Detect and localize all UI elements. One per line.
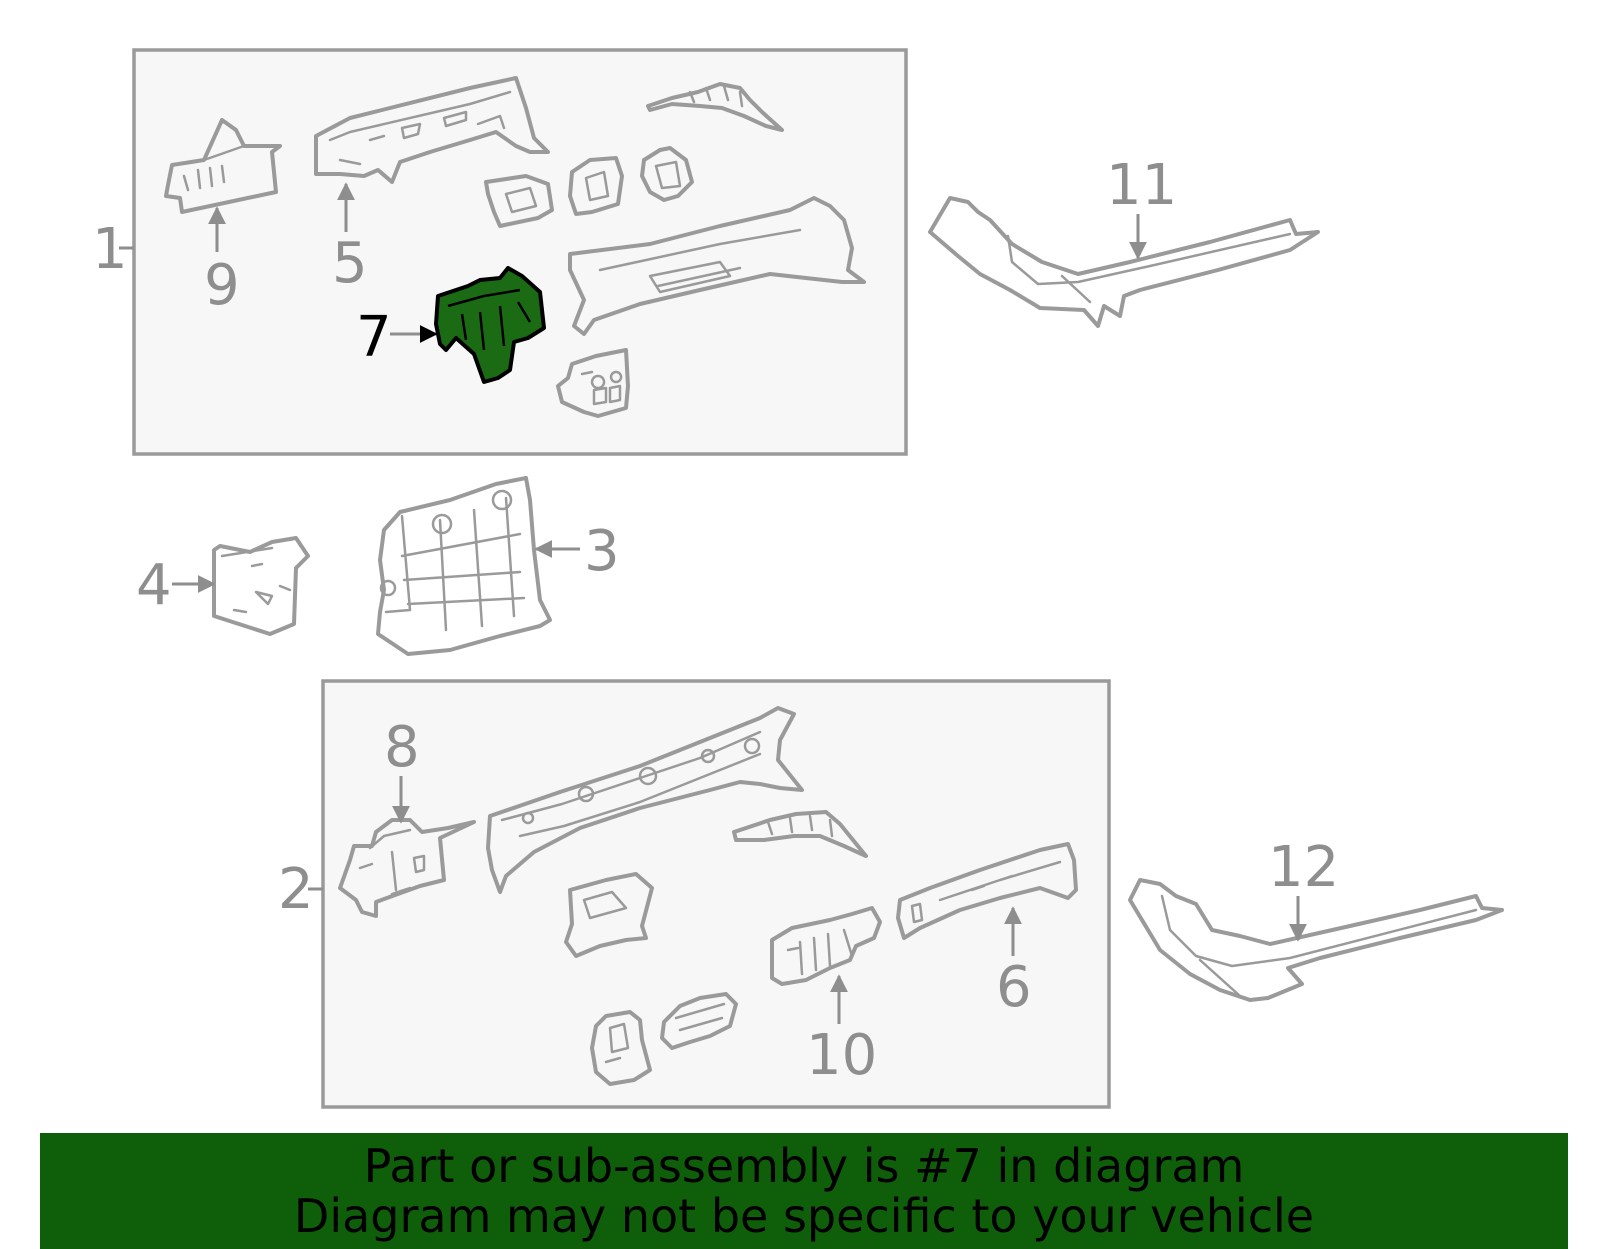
bracket-lower-shape [556, 348, 630, 418]
part-6-shape [896, 842, 1078, 940]
callout-2: 2 [278, 857, 314, 922]
info-banner: Part or sub-assembly is #7 in diagram Di… [40, 1133, 1568, 1249]
callout-6: 6 [996, 955, 1032, 1020]
callout-11: 11 [1106, 153, 1177, 218]
bracket-upper-shape [646, 82, 784, 132]
part-8-shape [338, 818, 476, 918]
part-10-shape [770, 906, 882, 986]
bracket-small-c-shape [640, 146, 694, 202]
assembly-box-1 [132, 48, 908, 456]
assembly-box-2 [321, 679, 1111, 1109]
bracket-mid-shape [564, 872, 654, 958]
part-9-shape [164, 118, 282, 214]
bracket-bottom-a-shape [590, 1010, 652, 1086]
part-11-shape [928, 196, 1320, 328]
callout-4: 4 [136, 553, 172, 618]
callout-1: 1 [92, 217, 128, 282]
callout-7: 7 [356, 305, 392, 370]
rail-lower-shape [486, 706, 804, 894]
callout-12: 12 [1268, 835, 1339, 900]
bracket-bottom-b-shape [660, 992, 738, 1050]
banner-line-1: Part or sub-assembly is #7 in diagram [363, 1139, 1245, 1193]
rail-upper-shape [568, 196, 866, 336]
callout-9: 9 [204, 253, 240, 318]
bracket-small-a-shape [484, 174, 554, 228]
callout-10: 10 [806, 1023, 877, 1088]
callout-3: 3 [584, 519, 620, 584]
callout-5: 5 [332, 231, 368, 296]
banner-line-2: Diagram may not be specific to your vehi… [293, 1189, 1315, 1243]
part-7-highlighted-shape [434, 266, 546, 384]
part-5-shape [314, 76, 550, 184]
part-4-shape [212, 536, 310, 636]
callout-8: 8 [384, 715, 420, 780]
bracket-strip-shape [732, 810, 868, 858]
part-12-shape [1128, 878, 1504, 1002]
part-3-shape [376, 476, 552, 656]
bracket-small-b-shape [568, 156, 624, 216]
